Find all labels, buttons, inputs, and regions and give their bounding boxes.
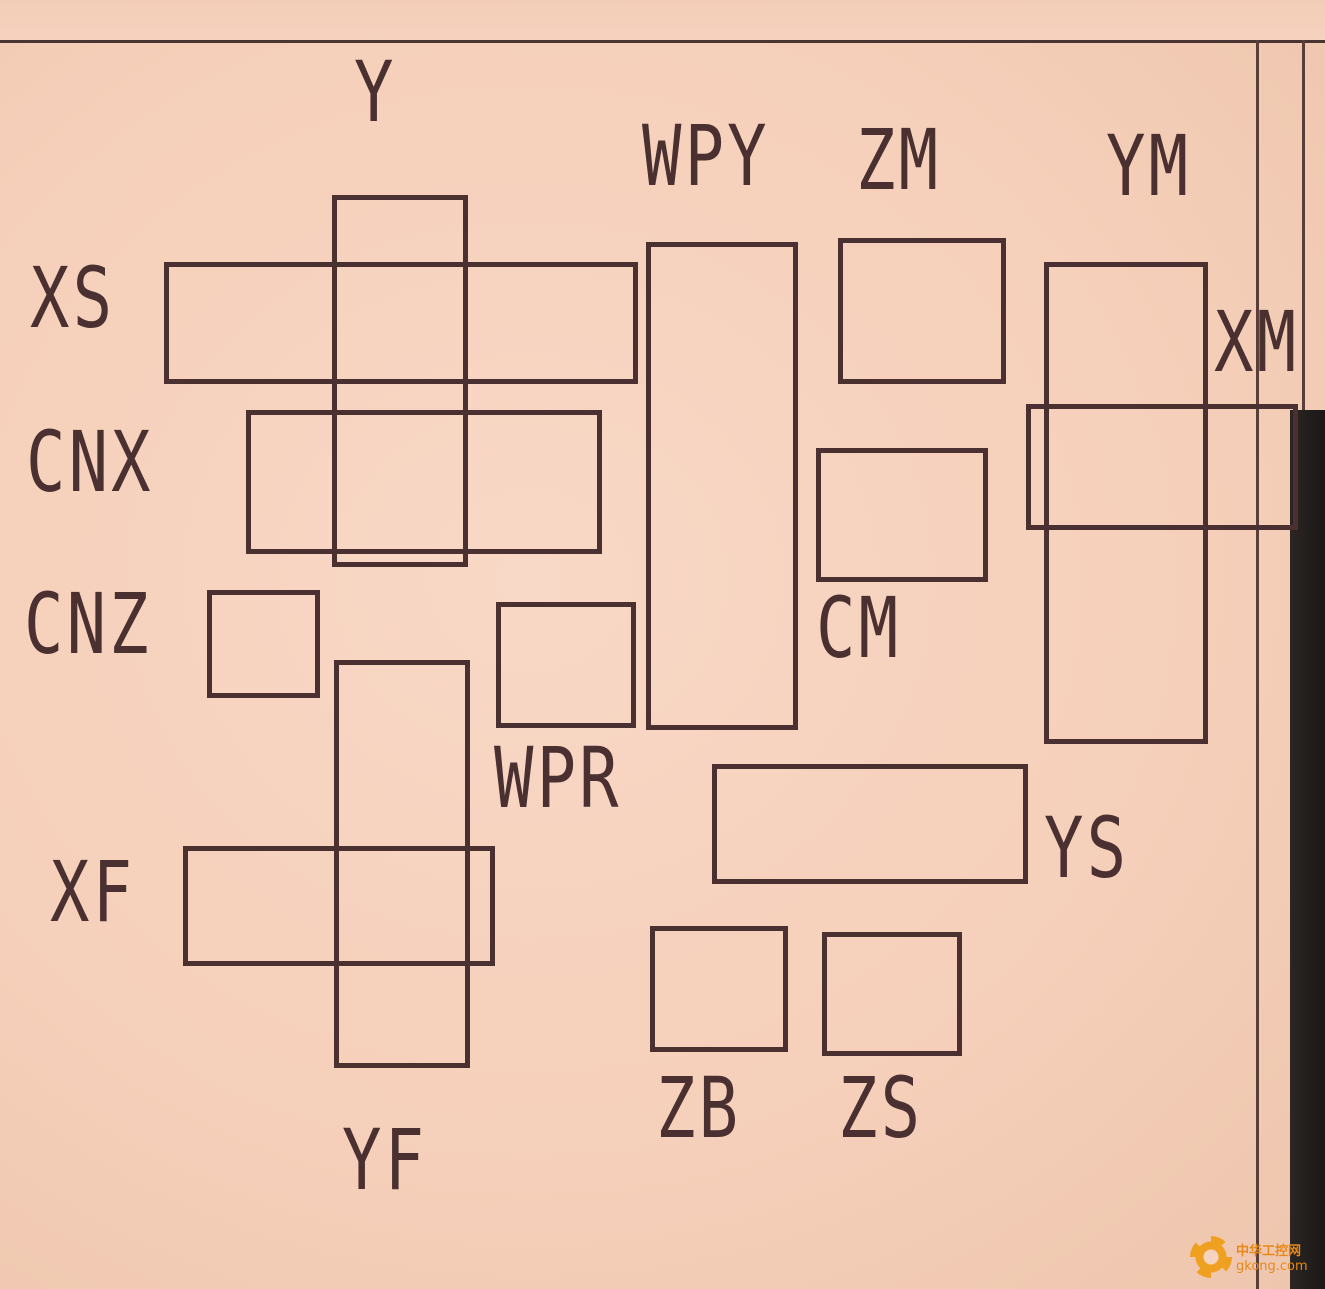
- yf-vertical-segment: [334, 660, 470, 1068]
- label-wpr: WPR: [494, 729, 622, 827]
- device-bezel: [1290, 410, 1325, 1289]
- watermark-cn: 中华工控网: [1236, 1244, 1302, 1259]
- ym-vertical-segment: [1044, 262, 1208, 744]
- wpr-segment: [496, 602, 636, 728]
- wpy-segment: [646, 242, 798, 730]
- label-ym: YM: [1106, 117, 1192, 215]
- xs-horizontal-segment: [164, 262, 638, 384]
- lcd-top-frame: [0, 0, 1325, 43]
- label-cnz: CNZ: [24, 575, 152, 673]
- label-zm: ZM: [856, 111, 942, 209]
- ys-segment: [712, 764, 1028, 884]
- lcd-right-edge-outer: [1302, 40, 1305, 410]
- cnx-horizontal-segment: [246, 410, 602, 554]
- cnz-segment: [207, 590, 320, 698]
- cm-segment: [816, 448, 988, 582]
- zm-segment: [838, 238, 1006, 384]
- label-zs: ZS: [838, 1059, 924, 1157]
- label-y: Y: [354, 43, 397, 141]
- zs-segment: [822, 932, 962, 1056]
- gear-icon: [1190, 1236, 1232, 1278]
- label-cnx: CNX: [26, 413, 154, 511]
- label-xs: XS: [30, 249, 116, 347]
- gkong-watermark: 中华工控网 gkong.com: [1190, 1236, 1308, 1278]
- zb-segment: [650, 926, 788, 1052]
- label-xf: XF: [50, 843, 136, 941]
- label-cm: CM: [816, 579, 902, 677]
- label-yf: YF: [342, 1111, 428, 1209]
- xm-horizontal-segment: [1026, 404, 1298, 530]
- label-wpy: WPY: [642, 107, 770, 205]
- watermark-en: gkong.com: [1236, 1259, 1308, 1274]
- lcd-right-edge: [1256, 40, 1259, 1289]
- label-ys: YS: [1044, 799, 1130, 897]
- label-zb: ZB: [656, 1059, 742, 1157]
- label-xm: XM: [1214, 293, 1300, 391]
- xf-horizontal-segment: [183, 846, 495, 966]
